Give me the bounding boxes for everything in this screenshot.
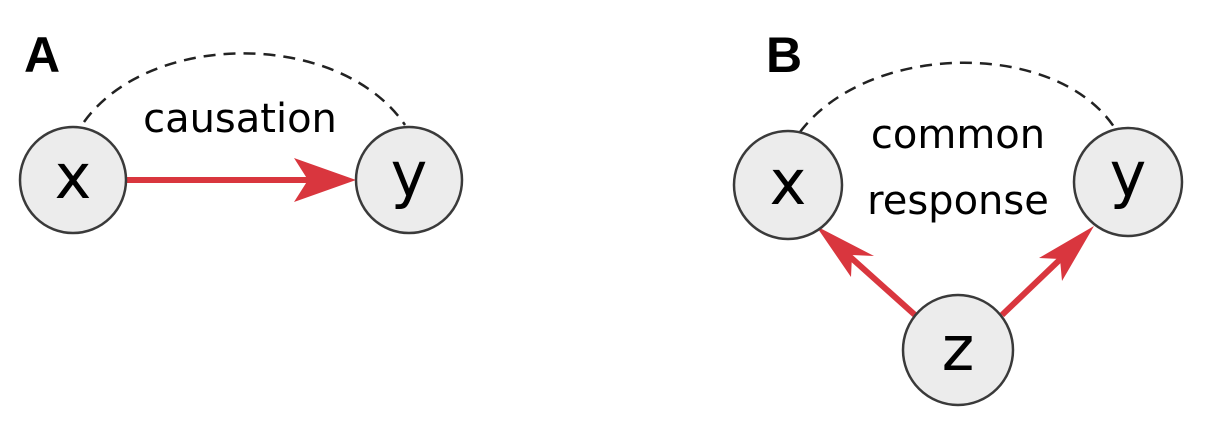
panel-a-letter: A bbox=[24, 27, 60, 83]
panel-a-node-x: x bbox=[18, 125, 128, 235]
panel-b-node-x-label: x bbox=[770, 146, 807, 219]
panel-b-node-z: z bbox=[901, 293, 1015, 407]
panel-a-arrow-x-to-y bbox=[126, 158, 356, 202]
panel-b-node-x: x bbox=[732, 129, 844, 241]
panel-b-arrow-z-to-y bbox=[999, 226, 1094, 318]
panel-b-relation-label-line1: common bbox=[871, 112, 1045, 158]
panel-a-node-y: y bbox=[354, 125, 464, 235]
panel-a-node-y-label: y bbox=[391, 138, 428, 211]
panel-b-relation-label-line2: response bbox=[867, 178, 1049, 224]
panel-b-node-y: y bbox=[1072, 126, 1184, 238]
panel-a-node-x-label: x bbox=[55, 140, 92, 213]
panel-b-node-y-label: y bbox=[1110, 138, 1147, 211]
panel-b-dashed-arc bbox=[799, 61, 1118, 133]
panel-b-node-z-label: z bbox=[942, 312, 975, 385]
panel-b: B common response x y z bbox=[732, 27, 1184, 407]
panel-a-dashed-arc bbox=[82, 52, 407, 126]
panel-b-letter: B bbox=[766, 27, 802, 83]
panel-b-arrow-z-to-x bbox=[816, 226, 918, 318]
panel-a-relation-label: causation bbox=[143, 96, 337, 142]
panel-a: A causation x y bbox=[18, 27, 464, 235]
